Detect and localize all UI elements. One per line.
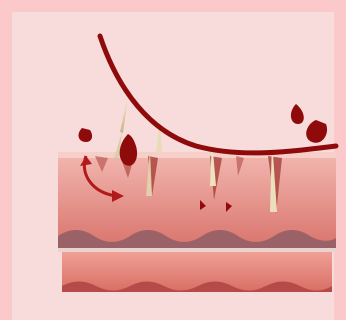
- claw-arc: [100, 36, 336, 153]
- subcutaneous-layer: [62, 252, 332, 292]
